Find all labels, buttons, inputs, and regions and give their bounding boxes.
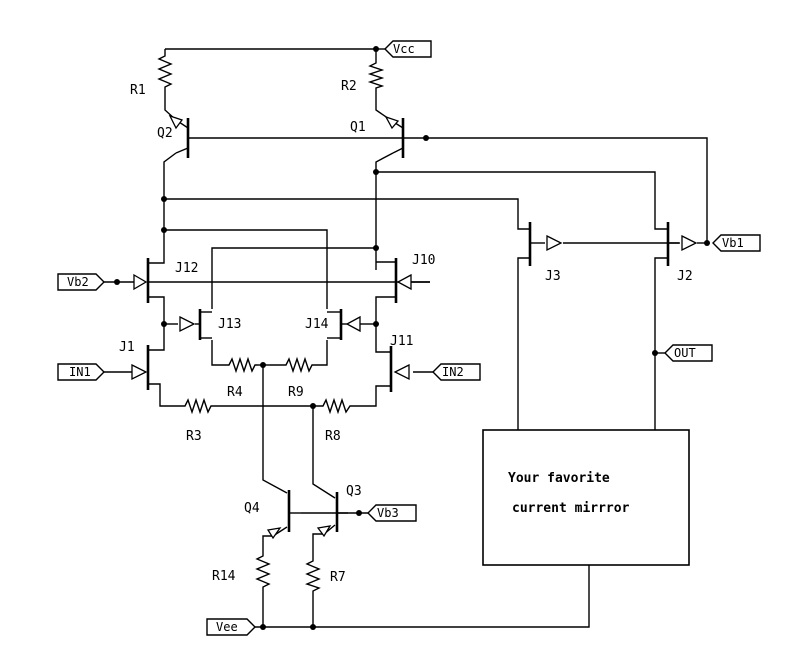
resistor-r7 xyxy=(305,557,321,593)
label-j14: J14 xyxy=(305,317,329,332)
port-in1-label: IN1 xyxy=(69,365,91,379)
port-in2-label: IN2 xyxy=(442,365,464,379)
label-r2: R2 xyxy=(341,79,357,94)
port-vb3: Vb3 xyxy=(367,504,417,522)
component-labels: R1 R2 Q2 Q1 J12 J10 J3 J2 J13 J14 J1 J11… xyxy=(119,79,693,585)
gate-arrow-j10 xyxy=(396,273,412,291)
emitter-arrow-q4 xyxy=(266,527,282,540)
current-mirror-block xyxy=(482,429,690,566)
label-j13: J13 xyxy=(218,317,241,332)
label-r14: R14 xyxy=(212,569,236,584)
label-r9: R9 xyxy=(288,385,304,400)
gate-arrow-j11 xyxy=(393,363,410,381)
label-j2: J2 xyxy=(677,269,693,284)
gate-arrow-j14 xyxy=(345,315,361,333)
resistors xyxy=(157,52,385,593)
label-r4: R4 xyxy=(227,385,243,400)
label-q4: Q4 xyxy=(244,501,260,516)
port-vb1-label: Vb1 xyxy=(722,236,744,250)
gate-arrow-j1 xyxy=(131,363,148,381)
emitter-arrow-q2 xyxy=(168,114,184,130)
gate-arrow-j12 xyxy=(133,273,148,291)
emitter-arrow-q3 xyxy=(316,525,332,538)
port-vee: Vee xyxy=(206,618,256,636)
resistor-r3 xyxy=(181,397,213,415)
label-q1: Q1 xyxy=(350,120,366,135)
junction-dots xyxy=(114,46,710,630)
label-q2: Q2 xyxy=(157,126,173,141)
resistor-r9 xyxy=(270,356,316,374)
port-in2: IN2 xyxy=(432,363,481,381)
port-vb2: Vb2 xyxy=(57,273,105,291)
block-label-line1: Your favorite xyxy=(508,471,610,486)
port-vb1: Vb1 xyxy=(712,234,761,252)
port-vcc: Vcc xyxy=(384,40,432,58)
port-vb2-label: Vb2 xyxy=(67,275,89,289)
port-out-label: OUT xyxy=(674,346,696,360)
port-vb3-label: Vb3 xyxy=(377,506,399,520)
port-in1: IN1 xyxy=(57,363,105,381)
label-j3: J3 xyxy=(545,269,561,284)
emitter-arrow-q1 xyxy=(384,115,400,130)
resistor-r8 xyxy=(320,397,353,415)
label-j12: J12 xyxy=(175,261,198,276)
resistor-r14 xyxy=(255,552,271,590)
label-r3: R3 xyxy=(186,429,202,444)
resistor-r4 xyxy=(226,356,258,374)
transistors xyxy=(131,114,698,540)
resistor-r1 xyxy=(157,52,173,92)
label-r7: R7 xyxy=(330,570,346,585)
port-vee-label: Vee xyxy=(216,620,238,634)
port-out: OUT xyxy=(664,344,713,362)
block-label-line2: current mirrror xyxy=(512,501,630,516)
label-j11: J11 xyxy=(390,334,413,349)
gate-arrow-j3 xyxy=(546,234,563,252)
label-j1: J1 xyxy=(119,340,135,355)
gate-arrow-j13 xyxy=(179,315,196,333)
port-vcc-label: Vcc xyxy=(393,42,415,56)
wires xyxy=(100,48,708,628)
label-r8: R8 xyxy=(325,429,341,444)
label-q3: Q3 xyxy=(346,484,362,499)
label-j10: J10 xyxy=(412,253,435,268)
resistor-r2 xyxy=(367,60,385,90)
gate-arrow-j2 xyxy=(681,234,698,252)
label-r1: R1 xyxy=(130,83,146,98)
